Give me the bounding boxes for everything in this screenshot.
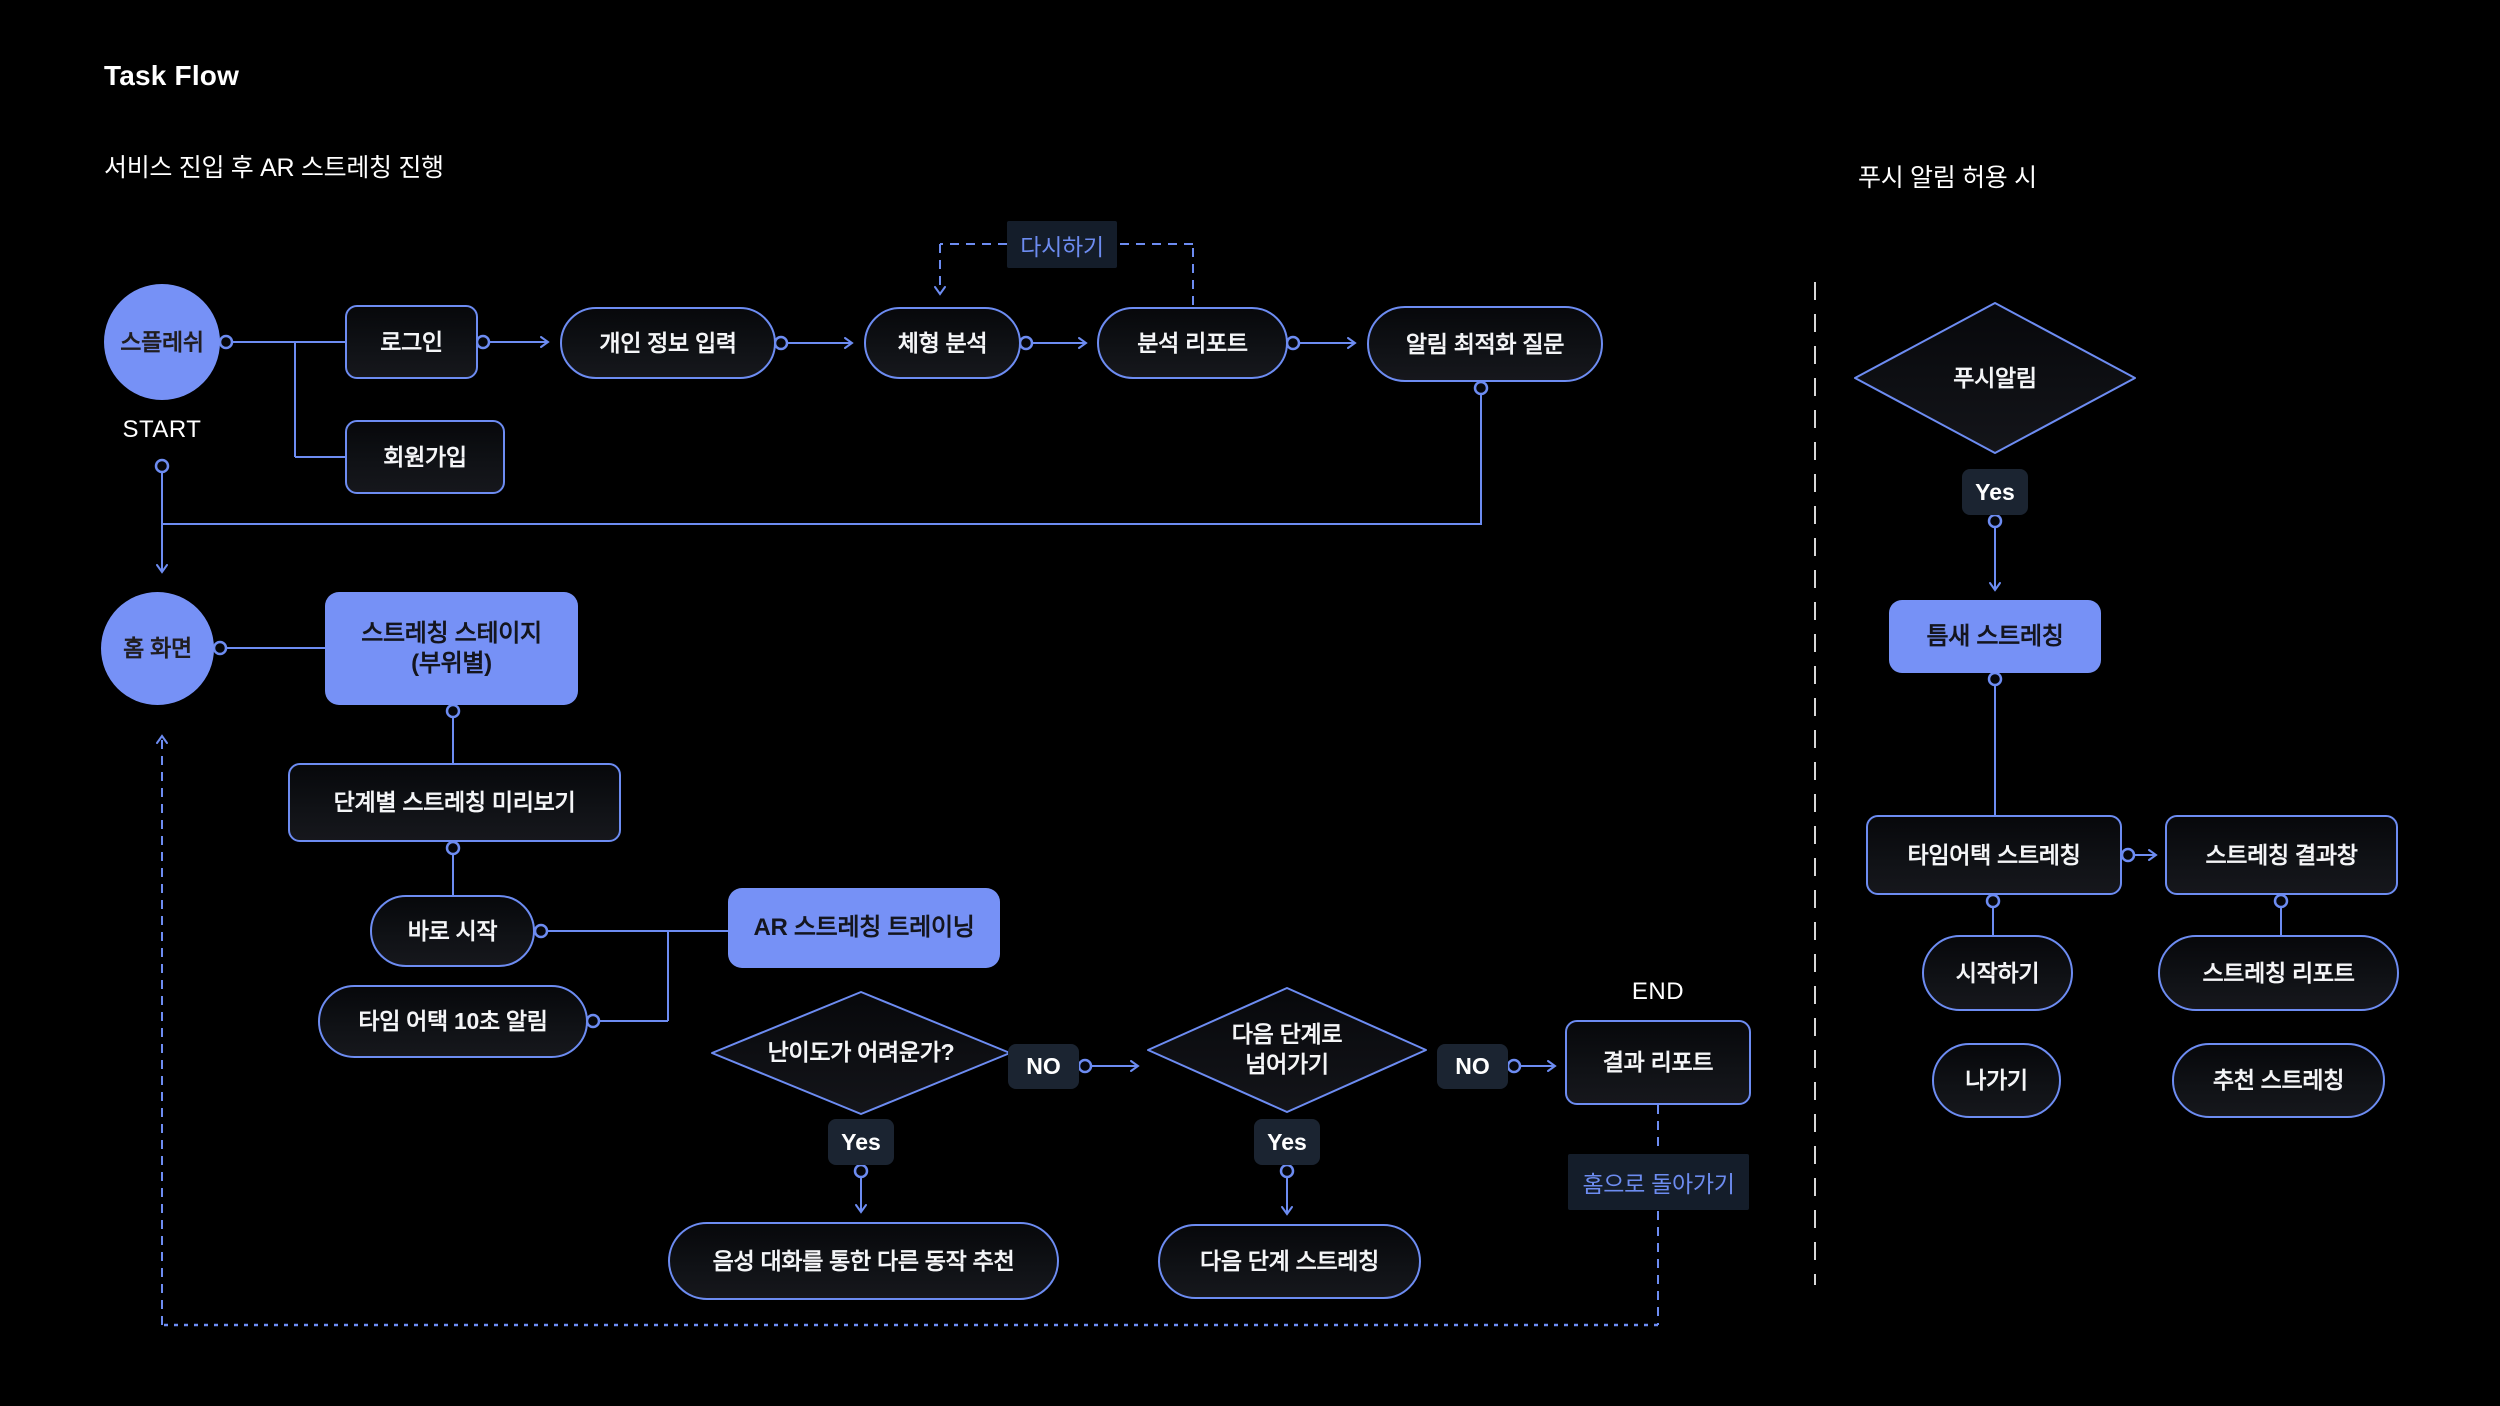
node-signup[interactable]: 회원가입: [345, 420, 505, 494]
next-step-line2: 넘어가기: [1245, 1051, 1329, 1077]
node-gap-stretch[interactable]: 틈새 스트레칭: [1889, 600, 2101, 673]
node-splash[interactable]: 스플레쉬: [104, 284, 220, 400]
node-stretch-stage[interactable]: 스트레칭 스테이지 (부위별): [325, 592, 578, 705]
push-alarm-text: 푸시알림: [1953, 364, 2037, 391]
start-label: START: [122, 416, 202, 443]
page-title: Task Flow: [104, 60, 240, 91]
edge-splash-login-signup: [232, 341, 345, 458]
no-tag-1: NO: [1008, 1044, 1079, 1089]
end-label: END: [1631, 978, 1685, 1005]
node-next-step-diamond[interactable]: 다음 단계로 넘어가기: [1148, 988, 1426, 1112]
node-push-alarm-diamond[interactable]: 푸시알림: [1855, 303, 2135, 454]
diamond-shapes: [711, 302, 2136, 1115]
edge-retry-dashed: [934, 243, 1194, 305]
go-home-link-label[interactable]: 홈으로 돌아가기: [1568, 1154, 1749, 1210]
node-start-go[interactable]: 시작하기: [1922, 935, 2073, 1011]
node-step-preview[interactable]: 단계별 스트레칭 미리보기: [288, 763, 621, 842]
stretch-stage-line2: (부위별): [411, 649, 492, 677]
yes-tag-3: Yes: [1962, 469, 2028, 515]
node-time-attack-stretch[interactable]: 타임어택 스트레칭: [1866, 815, 2122, 895]
node-stretch-result-window[interactable]: 스트레칭 결과창: [2165, 815, 2398, 895]
node-difficulty-diamond[interactable]: 난이도가 어려운가?: [712, 992, 1010, 1114]
edge-startnow-ar: [547, 930, 728, 1022]
node-home[interactable]: 홈 화면: [101, 592, 214, 705]
node-notification-opt[interactable]: 알림 최적화 질문: [1367, 306, 1603, 382]
node-exit[interactable]: 나가기: [1932, 1043, 2061, 1118]
edge-gohome-loop: [156, 734, 1659, 1327]
node-time-attack-alert[interactable]: 타임 어택 10초 알림: [318, 985, 588, 1058]
node-voice-suggestion[interactable]: 음성 대화를 통한 다른 동작 추천: [668, 1222, 1059, 1300]
node-login[interactable]: 로그인: [345, 305, 478, 379]
difficulty-question-text: 난이도가 어려운가?: [767, 1039, 955, 1066]
no-tag-2: NO: [1437, 1044, 1508, 1089]
node-stretch-report[interactable]: 스트레칭 리포트: [2158, 935, 2399, 1011]
left-section-subtitle: 서비스 진입 후 AR 스트레칭 진행: [104, 154, 444, 182]
yes-tag-1: Yes: [828, 1119, 894, 1165]
node-start-now[interactable]: 바로 시작: [370, 895, 535, 967]
push-alarm-diamond-shape: [1854, 302, 2136, 454]
connector-dots: [154, 334, 2289, 1179]
node-result-report[interactable]: 결과 리포트: [1565, 1020, 1751, 1105]
edge-notif-return: [163, 394, 1482, 525]
stretch-stage-line1: 스트레칭 스테이지: [361, 619, 542, 647]
retry-link-label[interactable]: 다시하기: [1007, 221, 1117, 268]
right-section-subtitle: 푸시 알림 허용 시: [1858, 164, 2037, 192]
next-step-diamond-shape: [1147, 987, 1427, 1113]
node-ar-training[interactable]: AR 스트레칭 트레이닝: [728, 888, 1000, 968]
node-recommended-stretch[interactable]: 추천 스트레칭: [2172, 1043, 2385, 1118]
node-next-stage-stretch[interactable]: 다음 단계 스트레칭: [1158, 1224, 1421, 1299]
node-analysis-report[interactable]: 분석 리포트: [1097, 307, 1288, 379]
next-step-line1: 다음 단계로: [1231, 1021, 1343, 1048]
node-body-analysis[interactable]: 체형 분석: [864, 307, 1021, 379]
node-personal-info[interactable]: 개인 정보 입력: [560, 307, 776, 379]
yes-tag-2: Yes: [1254, 1119, 1320, 1165]
